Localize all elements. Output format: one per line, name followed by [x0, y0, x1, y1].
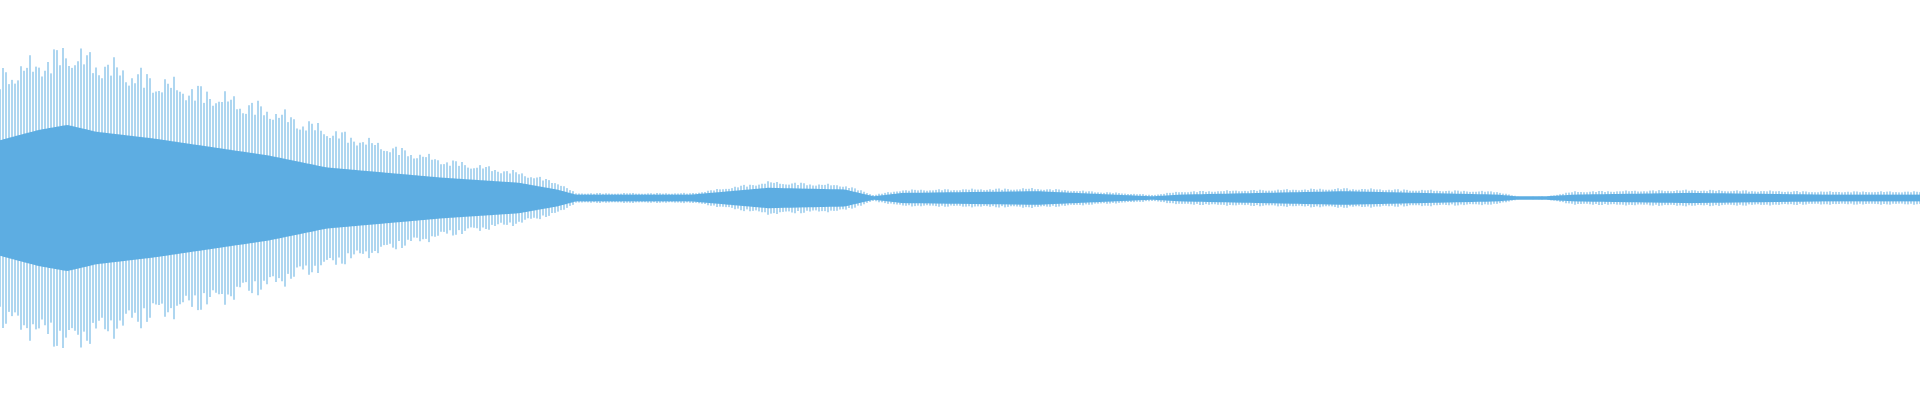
waveform-peaks [0, 48, 1920, 348]
waveform-peak-lines [0, 48, 1920, 348]
